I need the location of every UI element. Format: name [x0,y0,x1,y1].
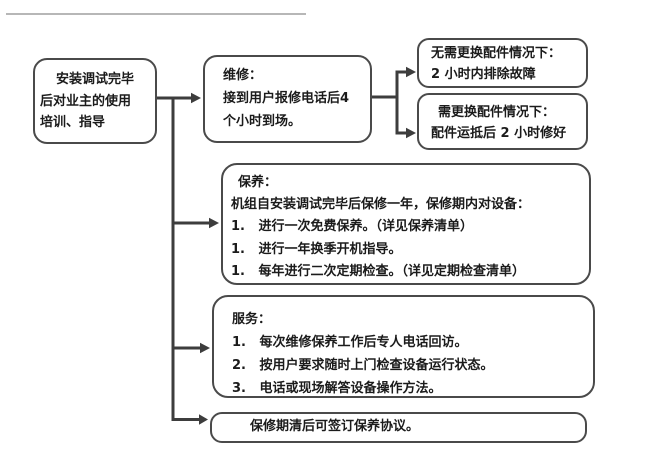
maintenance-box: 保养： 机组自安装调试完毕后保修一年，保修期内对设备： 1. 进行一次免费保养。… [221,163,591,285]
arrowhead-to-no-parts [406,66,416,78]
service-box-item: 2. 按用户要求随时上门检查设备运行状态。 [232,358,494,373]
agreement-box-line: 保修期清后可签订保养协议。 [250,419,420,434]
need-parts-box-line: 配件运抵后 2 小时修好 [431,126,567,141]
training-box-line: 后对业主的使用 [40,93,132,109]
need-parts-box-line: 需更换配件情况下： [438,105,556,120]
trunk-line [171,96,199,421]
training-box-line: 培训、指导 [40,115,106,130]
maintenance-box-title: 保养： [238,175,278,190]
repair-box-line: 个小时到场。 [223,114,302,129]
maintenance-box-item: 1. 进行一次免费保养。（详见保养清单） [231,219,474,235]
no-parts-box-line: 无需更换配件情况下： [431,46,562,61]
repair-box-line: 接到用户报修电话后4 [223,91,350,106]
arrowhead-to-need-parts [406,127,416,139]
arrowhead-left-to-repair [191,92,201,104]
agreement-box: 保修期清后可签订保养协议。 [210,412,587,443]
training-box-line: 安装调试完毕 [56,72,135,87]
no-parts-box-line: 2 小时内排除故障 [431,66,536,82]
maintenance-box-line: 机组自安装调试完毕后保修一年，保修期内对设备： [231,197,531,213]
training-box: 安装调试完毕 后对业主的使用 培训、指导 [33,58,157,144]
need-parts-box: 需更换配件情况下： 配件运抵后 2 小时修好 [417,93,588,150]
maintenance-box-item: 1. 进行一年换季开机指导。 [231,241,402,257]
repair-box: 维修： 接到用户报修电话后4 个小时到场。 [203,55,372,143]
arrowhead-to-service [200,342,210,354]
service-box-item: 1. 每次维修保养工作后专人电话回访。 [232,335,468,350]
arrowhead-to-maintenance [209,217,219,229]
repair-box-title: 维修： [223,68,263,83]
service-box-title: 服务： [232,312,272,327]
service-box-item: 3. 电话或现场解答设备操作方法。 [232,381,442,396]
top-divider-line [6,13,306,15]
service-box: 服务： 1. 每次维修保养工作后专人电话回访。 2. 按用户要求随时上门检查设备… [212,295,595,398]
arrowhead-to-agreement [199,414,208,425]
maintenance-box-item: 1. 每年进行二次定期检查。（详见定期检查清单） [231,263,526,279]
no-parts-box: 无需更换配件情况下： 2 小时内排除故障 [417,38,588,88]
